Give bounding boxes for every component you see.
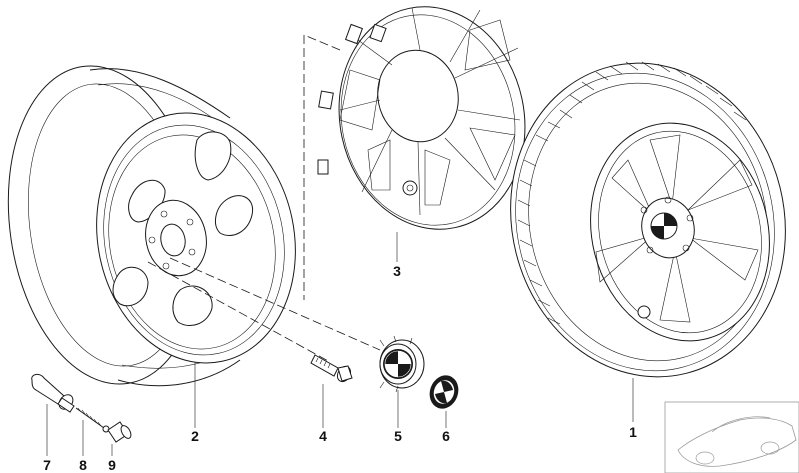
callout-7: 7 <box>43 457 51 473</box>
callout-labels: 1 2 3 4 5 6 7 8 9 <box>43 263 637 473</box>
callout-5: 5 <box>394 428 402 444</box>
valve-icon <box>31 373 75 413</box>
callout-9: 9 <box>108 457 116 473</box>
callout-6: 6 <box>442 428 450 444</box>
callout-1: 1 <box>629 424 637 440</box>
callout-2: 2 <box>191 428 199 444</box>
cover-mount-line <box>303 34 341 300</box>
callout-8: 8 <box>79 457 87 473</box>
leader-lines <box>46 232 634 456</box>
callout-4: 4 <box>319 428 327 444</box>
car-silhouette-icon <box>664 401 799 473</box>
valve-cap-icon <box>107 421 132 443</box>
steel-rim-icon <box>7 65 296 387</box>
wheel-bolt-icon <box>310 354 353 383</box>
wheel-cover-icon <box>317 6 526 230</box>
emblem-badge-icon <box>429 375 459 409</box>
hub-cap-emblem-icon <box>379 335 425 393</box>
valve-core-icon <box>75 407 110 433</box>
callout-3: 3 <box>393 263 401 279</box>
complete-wheel-with-tyre-icon <box>510 61 786 378</box>
bolt-axis-line-2 <box>147 261 331 363</box>
